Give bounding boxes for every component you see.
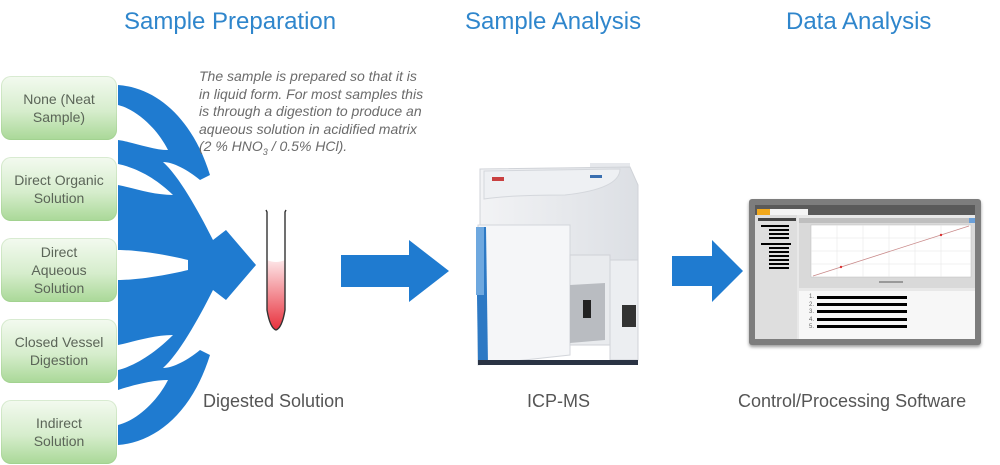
stage-title-sample-analysis: Sample Analysis <box>465 8 642 35</box>
source-label: Sample) <box>32 109 86 125</box>
calibration-chart <box>799 218 975 288</box>
software-tab-active[interactable] <box>757 209 770 215</box>
software-inner: 1.2.3.4.5. <box>755 205 975 339</box>
test-tube-icon <box>265 209 287 331</box>
software-toolbar <box>755 205 975 215</box>
results-list: 1.2.3.4.5. <box>799 291 975 339</box>
source-label: Direct Organic <box>14 172 104 188</box>
source-label: Indirect <box>36 415 82 431</box>
caption-icp-ms: ICP-MS <box>527 391 590 411</box>
software-window: 1.2.3.4.5. <box>749 199 981 345</box>
stage-title-data-analysis: Data Analysis <box>786 8 932 35</box>
software-sidebar <box>755 215 797 339</box>
arrow-right-icon[interactable] <box>341 240 451 302</box>
source-label: Solution <box>33 433 85 449</box>
arrow-right-icon[interactable] <box>672 240 744 302</box>
source-label: Solution <box>33 280 85 296</box>
source-label: Solution <box>33 190 85 206</box>
caption-control-software: Control/Processing Software <box>738 391 967 411</box>
source-label: None (Neat <box>23 91 95 107</box>
stage-title-sample-preparation: Sample Preparation <box>124 8 337 35</box>
preparation-note: The sample is prepared so that it is in … <box>199 68 424 157</box>
source-label: Digestion <box>29 352 89 368</box>
source-label: Closed Vessel <box>14 334 104 350</box>
caption-digested-solution: Digested Solution <box>203 391 345 411</box>
software-tab[interactable] <box>770 209 808 215</box>
source-label: Direct <box>40 244 78 260</box>
source-label: Aqueous <box>31 262 87 278</box>
icp-ms-instrument-image <box>470 155 655 370</box>
converging-arrow-icon <box>118 85 256 445</box>
